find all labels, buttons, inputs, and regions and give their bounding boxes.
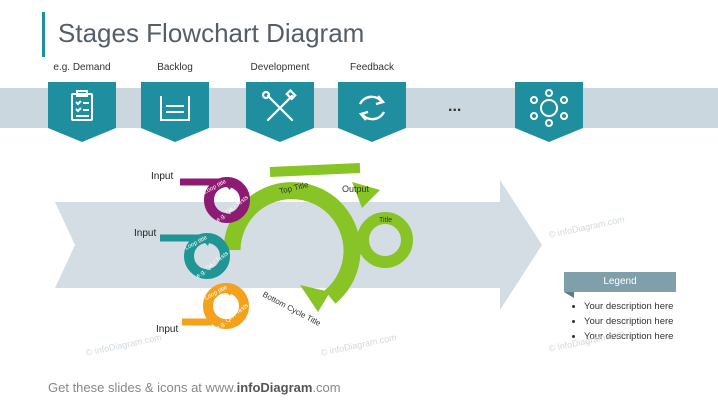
- legend-item: Your description here: [584, 302, 714, 312]
- network-nodes-icon: [530, 89, 568, 127]
- stage-demand: [48, 82, 116, 142]
- footer-prefix: Get these slides & icons at www.: [48, 380, 237, 395]
- input-label-1: Input: [151, 171, 174, 182]
- loop-teal: [160, 233, 230, 279]
- stage-label-demand: e.g. Demand: [53, 62, 111, 73]
- legend-item: Your description here: [584, 332, 714, 342]
- more-stages-ellipsis: ...: [448, 98, 462, 115]
- footer-suffix: .com: [312, 380, 341, 395]
- stage-label-feedback: Feedback: [350, 62, 394, 73]
- stage-label-backlog: Backlog: [157, 62, 193, 73]
- stage-feedback: [338, 82, 406, 142]
- stage-label-development: Development: [250, 62, 310, 73]
- page-title: Stages Flowchart Diagram: [58, 18, 365, 48]
- output-label: Output: [342, 184, 370, 194]
- input-label-3: Input: [156, 324, 179, 335]
- input-label-2: Input: [134, 228, 157, 239]
- stage-development: [246, 82, 314, 142]
- tray-icon: [160, 96, 190, 121]
- clipboard-checklist-icon: [71, 90, 93, 121]
- background-arrow: [55, 180, 542, 310]
- legend-item: Your description here: [584, 317, 714, 327]
- loop-purple: [180, 177, 250, 223]
- tools-icon: [261, 88, 297, 122]
- footer-promo: Get these slides & icons at www.infoDiag…: [48, 380, 341, 395]
- loop-orange: [182, 283, 249, 329]
- stage-backlog: [141, 82, 209, 142]
- legend-header: Legend: [564, 272, 676, 292]
- stage-network: [515, 82, 583, 142]
- refresh-arrows-icon: [358, 95, 386, 121]
- title-accent-bar: [42, 12, 45, 57]
- footer-brand: infoDiagram: [236, 380, 313, 395]
- small-loop-title: Title: [379, 217, 392, 224]
- legend-list: Your description here Your description h…: [570, 302, 714, 347]
